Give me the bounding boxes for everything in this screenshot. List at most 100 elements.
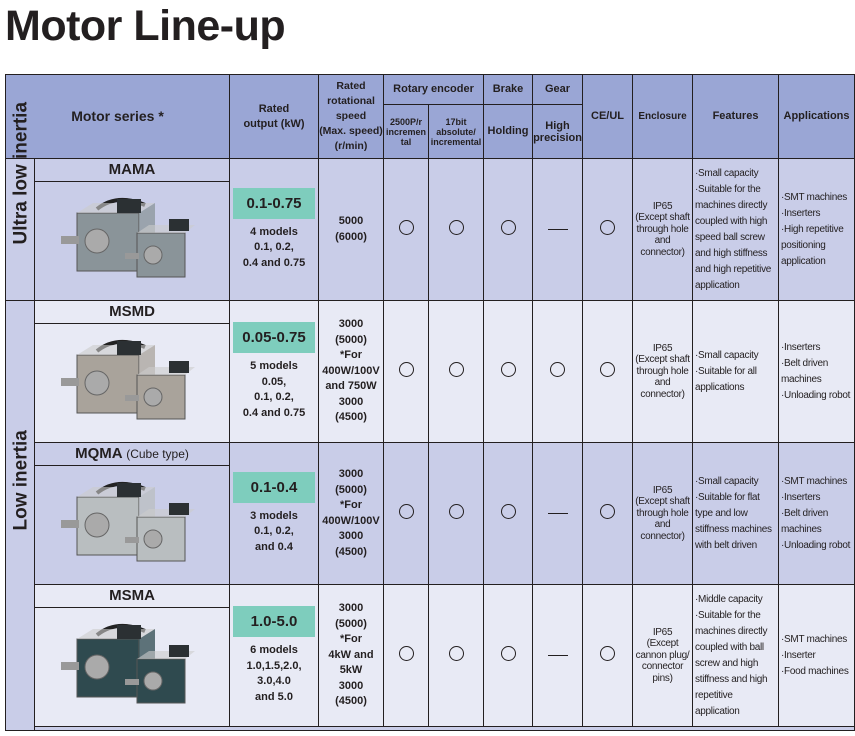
header-enc-17bit: 17bit absolute/ incremental [427,104,485,159]
text-line: (4500) [335,695,367,708]
ce-ul-circle-icon [600,361,616,377]
text-line: machines directly [695,199,768,211]
text-line: ·SMT machines [781,475,847,487]
motor-name: MQMA (Cube type) [34,442,230,466]
ce-ul-cell [582,300,634,443]
motor-image [61,481,195,562]
motor-image [61,623,195,704]
text-line: ·Suitable for the [695,183,761,195]
text-line: type and low [695,507,748,519]
text-line: machines [781,523,822,535]
ce-ul-cell [582,158,634,301]
enc-17bit-cell [427,584,485,727]
text-line: 400W/100V [322,364,380,377]
gear-cell [532,158,584,301]
output-range-badge: 0.05-0.75 [233,322,315,353]
text-line: ·Inserters [781,207,821,219]
motor-image [61,339,195,420]
page-title: Motor Line-up [5,2,286,50]
header-motor-series: Motor series * [5,74,230,159]
text-line: 0.4 and 0.75 [242,406,306,419]
text-line: 3000 [338,395,364,408]
text-line: pins) [652,672,673,684]
motor-image-cell [34,181,230,301]
motor-image [61,197,195,278]
text-line: ·Unloading robot [781,389,851,401]
text-line: (Except shaft [635,354,690,366]
text-line: IP65 [652,200,673,212]
table-row [6,181,855,301]
brake-circle-icon [500,219,516,235]
text-line: and high repetitive [695,263,772,275]
enc-2500-cell [383,158,429,301]
text-line: IP65 [652,342,673,354]
motor-image-cell [34,323,230,443]
category-label: Low inertia [10,430,32,531]
enc-17bit-cell [427,300,485,443]
text-line: (Except shaft [635,212,690,224]
text-line: ·Suitable for all [695,365,757,377]
ce-ul-circle-icon [600,645,616,661]
enc-2500-circle-icon [398,645,414,661]
text-line: speed ball screw [695,231,765,243]
gear-cell [532,442,584,585]
enc-2500-circle-icon [398,219,414,235]
motor-name-text: MQMA [75,445,123,462]
text-line: ·Inserters [781,341,821,353]
enc-2500-cell [383,300,429,443]
text-line: 6 models [250,644,298,656]
header-gear: Gear [532,74,584,105]
text-line: through hole [636,223,689,235]
gear-dash-icon [547,654,568,656]
text-line: and 750W [325,380,377,393]
text-line: machines [781,373,822,385]
text-line: IP65 [652,626,673,638]
category-label: Ultra low inertia [10,101,32,245]
text-line: repetitive [695,689,733,701]
text-line: and high stiffness [695,247,768,259]
enc-17bit-circle-icon [448,645,464,661]
table-row [6,607,855,727]
header-rotary-encoder: Rotary encoder [382,74,485,105]
applications-cell: ·SMT machines·Inserter·Food machines [778,584,855,727]
text-line: 4 models [250,225,298,238]
text-line: ·Small capacity [695,349,759,361]
header-speed-line: Rated [336,80,366,92]
text-line: IP65 [652,484,673,496]
text-line: 0.4 and 0.75 [242,256,306,269]
text-line: connector [641,661,684,673]
brake-cell [483,158,534,301]
motor-name: MAMA [34,158,230,182]
text-line: through hole [636,365,689,377]
text-line: stiffness machines [695,523,772,535]
category-ultra-low-inertia: Ultra low inertia [5,101,35,301]
header-ce-ul: CE/UL [582,74,634,159]
enc-17bit-circle-icon [448,219,464,235]
motor-name: MSMD [34,300,230,324]
text-line: (Except [646,638,679,650]
text-line: (6000) [335,230,367,243]
header-speed-line: speed [335,110,367,122]
motor-name-text: MAMA [108,161,156,178]
output-range-badge: 1.0-5.0 [233,606,315,637]
header-speed-line: (Max. speed) [319,125,383,137]
text-line: 3 models [250,509,298,522]
motor-name-text: MSMD [109,303,155,320]
header-speed-line: rotational [327,95,375,107]
text-line: application [695,705,740,717]
text-line: 0.1, 0.2, [254,525,294,538]
ce-ul-cell [582,584,634,727]
text-line: (5000) [335,483,367,496]
ce-ul-circle-icon [600,503,616,519]
brake-circle-icon [500,503,516,519]
motor-note: (Cube type) [126,447,189,461]
text-line: 3000 [338,318,364,331]
text-line: connector) [640,388,685,400]
output-range-badge: 0.1-0.4 [233,471,315,503]
